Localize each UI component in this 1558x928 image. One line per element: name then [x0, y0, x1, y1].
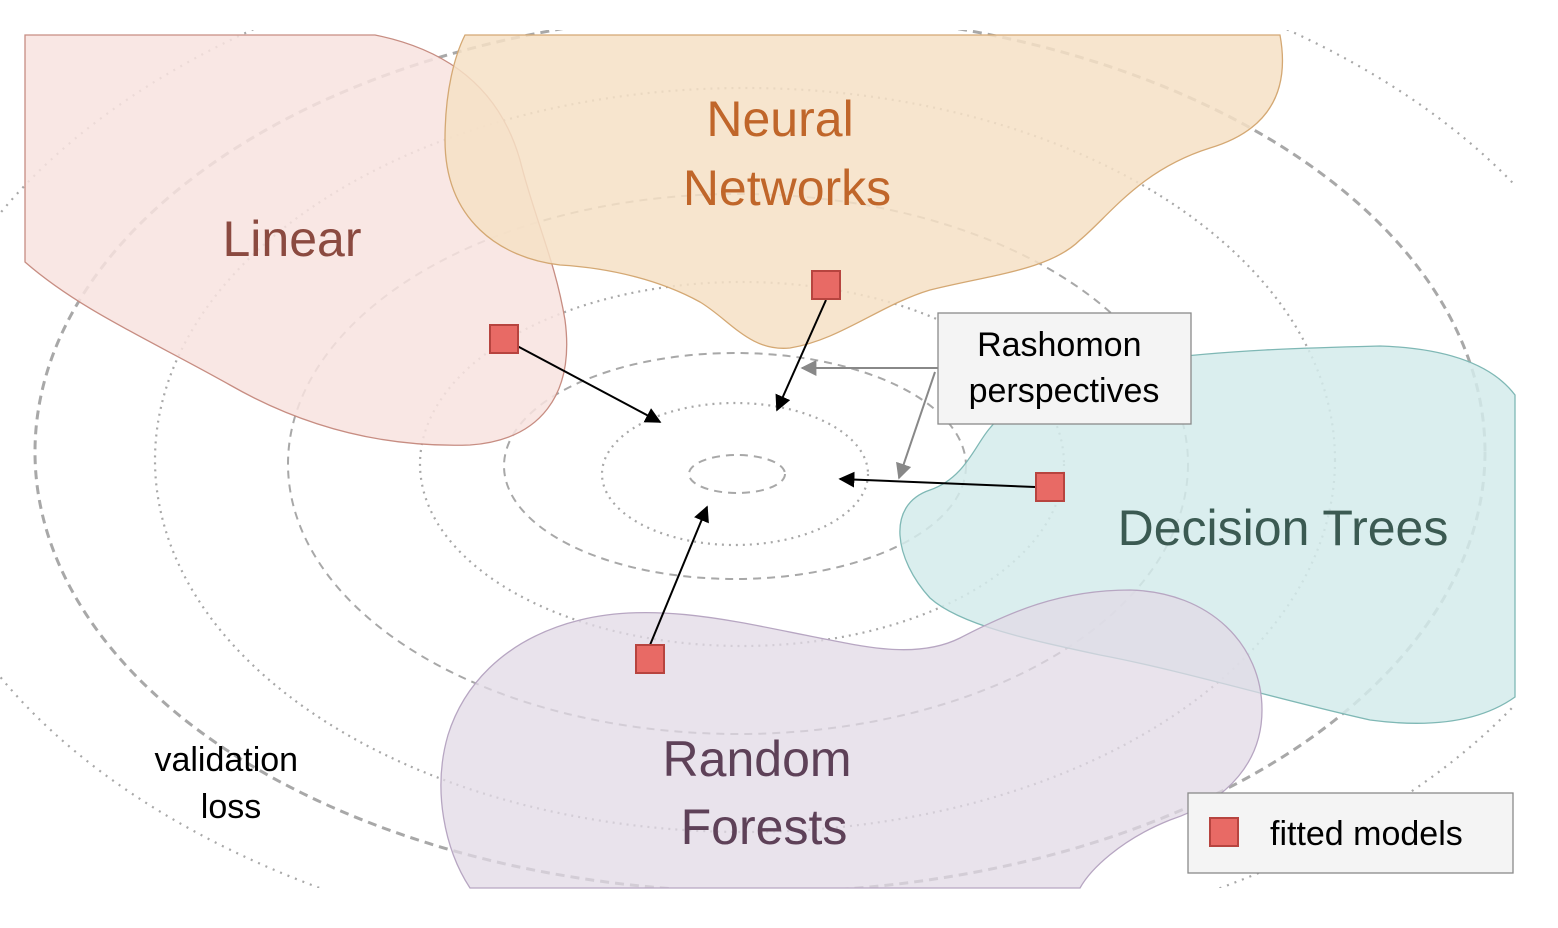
- model-marker-neural: [811, 270, 841, 300]
- linear-label: Linear: [223, 211, 362, 267]
- legend: fitted models: [1187, 792, 1514, 874]
- model-arrows: [503, 299, 1036, 646]
- model-marker-forests: [635, 644, 665, 674]
- contour-1: [688, 454, 786, 494]
- trees-label: Decision Trees: [1118, 500, 1449, 556]
- forests-label: Random Forests: [663, 731, 866, 855]
- region-neural: [444, 34, 1284, 349]
- arrow-linear-to-center: [503, 338, 662, 423]
- neural-region-shape: [444, 34, 1284, 349]
- validation-loss-label: validation loss: [154, 741, 307, 826]
- model-marker-trees: [1035, 472, 1065, 502]
- rashomon-callout: Rashomon perspectives: [937, 312, 1192, 425]
- model-marker-linear: [489, 324, 519, 354]
- arrow-neural-to-center: [775, 299, 827, 412]
- rashomon-text-line-2: perspectives: [969, 372, 1160, 410]
- fitted-model-markers: [489, 270, 1065, 674]
- legend-box: [1187, 792, 1514, 874]
- validation-loss-line-2: loss: [201, 788, 261, 826]
- legend-marker: [1209, 817, 1239, 847]
- forests-label-line-1: Random: [663, 731, 852, 787]
- arrow-trees-to-center: [838, 471, 1036, 488]
- rashomon-pointers: [800, 360, 938, 480]
- neural-label-line-1: Neural: [706, 91, 853, 147]
- validation-loss-line-1: validation: [154, 741, 298, 779]
- arrow-forests-to-center: [649, 505, 709, 646]
- rashomon-arrow-down: [896, 371, 936, 480]
- legend-label: fitted models: [1270, 815, 1463, 853]
- rashomon-text: Rashomon perspectives: [969, 326, 1160, 410]
- rashomon-box: [937, 312, 1192, 425]
- contour-3: [503, 352, 967, 580]
- forests-label-line-2: Forests: [681, 799, 848, 855]
- contour-2: [600, 401, 870, 547]
- neural-label-line-2: Networks: [683, 160, 891, 216]
- rashomon-text-line-1: Rashomon: [977, 326, 1141, 364]
- neural-label: Neural Networks: [683, 91, 891, 216]
